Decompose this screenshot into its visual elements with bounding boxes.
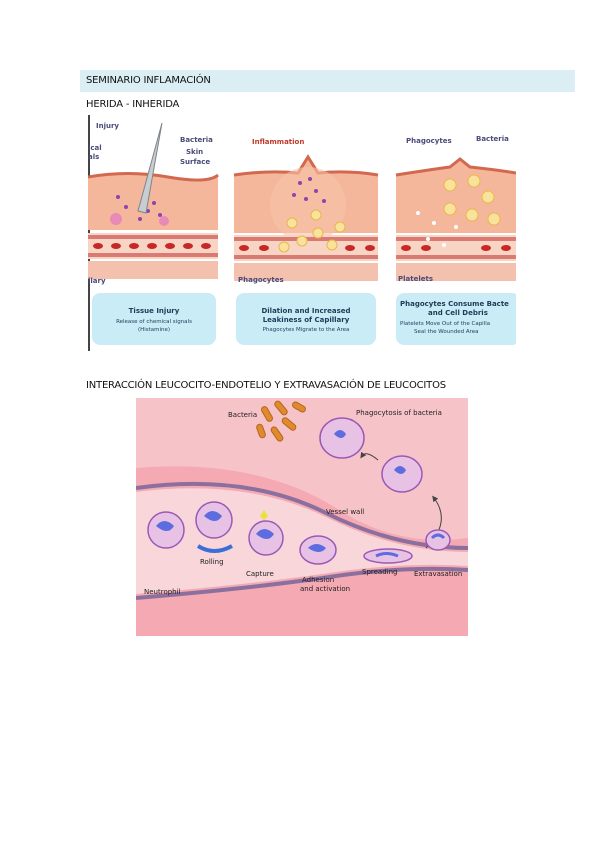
vessel-wall-upper (136, 481, 468, 550)
panel-title: Tissue Injury (129, 307, 180, 315)
leukocyte-extravasation-figure: Bacteria Phagocytosis of bacteria Vessel… (136, 398, 468, 636)
label-capillary-fragment: llary (88, 277, 106, 285)
label-inflammation: Inflammation (252, 138, 304, 146)
extravasating-cell (425, 529, 451, 551)
label-signals-fragment: als (88, 153, 99, 161)
label-bacteria: Bacteria (180, 136, 213, 144)
label-capture: Capture (246, 570, 274, 578)
bacteria-group (256, 400, 306, 442)
label-rolling: Rolling (200, 558, 224, 566)
phagocyte-cell (319, 417, 365, 459)
panel-caption: Phagocytes Migrate to the Area (263, 327, 350, 333)
section2-title: INTERACCIÓN LEUCOCITO-ENDOTELIO Y EXTRAV… (86, 380, 446, 391)
migrating-cell (381, 455, 423, 493)
label-extravasation: Extravasation (414, 570, 462, 578)
label-spreading: Spreading (362, 568, 397, 576)
label-skin: Skin (186, 148, 203, 156)
panel-dilation: Inflammation Phagocytes Dilation and Inc… (233, 138, 379, 345)
document-header: SEMINARIO INFLAMACIÓN (86, 75, 211, 86)
leukocyte-sequence (147, 501, 451, 565)
spreading-cell (363, 548, 413, 564)
wound-healing-figure: Injury ical als Bacteria Skin Surface ll… (88, 115, 516, 351)
panel-caption: (Histamine) (138, 327, 170, 333)
document-subtitle: HERIDA - INHERIDA (86, 99, 180, 110)
label-surface: Surface (180, 158, 210, 166)
panel-caption: Seal the Wounded Area (414, 329, 479, 335)
panel-tissue-injury: Injury ical als Bacteria Skin Surface ll… (88, 122, 220, 345)
label-phagocytes: Phagocytes (406, 137, 452, 145)
label-bacteria: Bacteria (476, 135, 509, 143)
label-phagocytes: Phagocytes (238, 276, 284, 284)
label-bacteria: Bacteria (228, 411, 257, 419)
label-phagocytosis: Phagocytosis of bacteria (356, 409, 442, 417)
panel-title: Leakiness of Capillary (263, 316, 350, 324)
panel-title: Phagocytes Consume Bacte (400, 300, 509, 308)
panel-caption: Platelets Move Out of the Capilla (400, 321, 490, 327)
label-adhesion: Adhesion (302, 576, 334, 584)
panel-phagocytes: Phagocytes Bacteria Platelets Phagocytes… (395, 135, 516, 345)
label-neutrophil: Neutrophil (144, 588, 181, 596)
vessel-wall-lower (136, 566, 468, 600)
label-activation: and activation (300, 585, 350, 593)
panel-caption: Release of chemical signals (116, 319, 192, 325)
label-chemical-fragment: ical (88, 144, 102, 152)
panel-title: and Cell Debris (428, 309, 488, 317)
label-platelets: Platelets (398, 275, 433, 283)
panel-caption-box (236, 293, 376, 345)
panel-title: Dilation and Increased (261, 307, 350, 315)
panel-caption-box (92, 293, 216, 345)
selectin-icon (260, 510, 268, 520)
label-injury: Injury (96, 122, 119, 130)
panel-caption-box (396, 293, 516, 345)
label-vessel-wall: Vessel wall (326, 508, 364, 516)
needle-icon (137, 122, 163, 214)
rolling-arrow-icon (196, 544, 233, 553)
header-bar: SEMINARIO INFLAMACIÓN (80, 70, 575, 92)
